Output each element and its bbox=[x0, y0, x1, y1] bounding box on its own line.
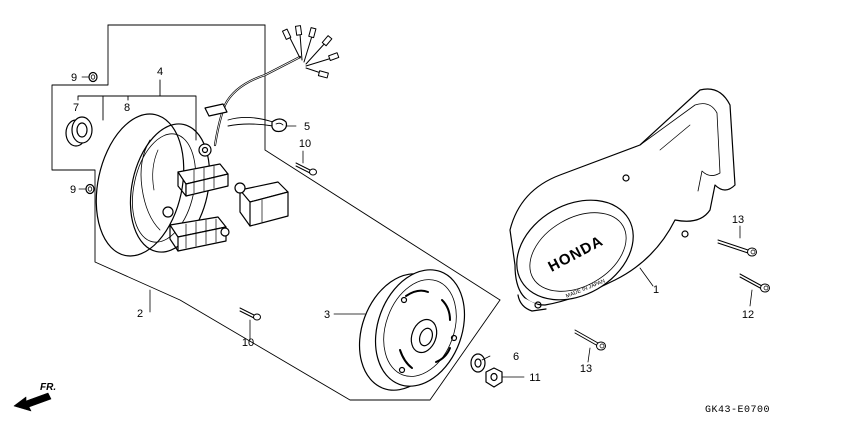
flywheel-rotor bbox=[358, 269, 466, 391]
callout-1: 1 bbox=[653, 284, 659, 296]
o-ring-small-top bbox=[88, 71, 98, 83]
arrow-left-icon bbox=[13, 392, 52, 412]
front-direction-arrow: FR. bbox=[13, 382, 56, 412]
callout-3: 3 bbox=[324, 309, 330, 321]
coil-block-lower bbox=[169, 216, 227, 252]
exciter-coil-box bbox=[239, 181, 289, 227]
grommet bbox=[271, 118, 288, 133]
bracket-lines bbox=[51, 24, 501, 401]
coil-block-upper bbox=[177, 163, 229, 197]
bolt-lower bbox=[239, 307, 261, 321]
bolt-cover-upper bbox=[717, 239, 757, 257]
nut bbox=[485, 367, 503, 388]
wiring-harness bbox=[213, 55, 302, 147]
callout-numbers: 1 2 3 4 5 6 7 8 9 9 10 10 11 12 13 13 bbox=[70, 66, 754, 384]
bolt-cover-lower bbox=[739, 273, 770, 293]
bolts bbox=[239, 162, 770, 351]
crankcase-cover: HONDA MADE IN JAPAN bbox=[509, 88, 736, 312]
bolt-cover-bottom bbox=[574, 329, 606, 351]
callout-9-bottom: 9 bbox=[70, 184, 76, 196]
callout-5: 5 bbox=[304, 121, 310, 133]
o-ring-large bbox=[95, 113, 185, 257]
callout-7: 7 bbox=[73, 102, 79, 114]
stator-assembly bbox=[95, 25, 340, 257]
callout-13-upper: 13 bbox=[732, 214, 744, 226]
callout-8: 8 bbox=[124, 102, 130, 114]
callout-4: 4 bbox=[157, 66, 163, 78]
callout-12: 12 bbox=[742, 309, 754, 321]
washer bbox=[470, 353, 486, 373]
bolt-upper bbox=[295, 162, 317, 176]
callout-10-upper: 10 bbox=[299, 138, 311, 150]
callout-2: 2 bbox=[137, 308, 143, 320]
o-ring-small-bottom bbox=[85, 183, 95, 195]
leader-lines bbox=[78, 76, 753, 378]
oil-seal bbox=[65, 116, 93, 147]
diagram-code: GK43-E0700 bbox=[705, 405, 770, 416]
callout-11: 11 bbox=[529, 372, 540, 384]
callout-9-top: 9 bbox=[71, 72, 77, 84]
wire-connectors bbox=[281, 25, 340, 79]
direction-label: FR. bbox=[40, 382, 56, 393]
stator-base-plate bbox=[129, 123, 211, 253]
callout-10-lower: 10 bbox=[242, 337, 254, 349]
callout-6: 6 bbox=[513, 351, 519, 363]
callout-13-bottom: 13 bbox=[580, 363, 592, 375]
small-parts-left bbox=[65, 71, 288, 195]
